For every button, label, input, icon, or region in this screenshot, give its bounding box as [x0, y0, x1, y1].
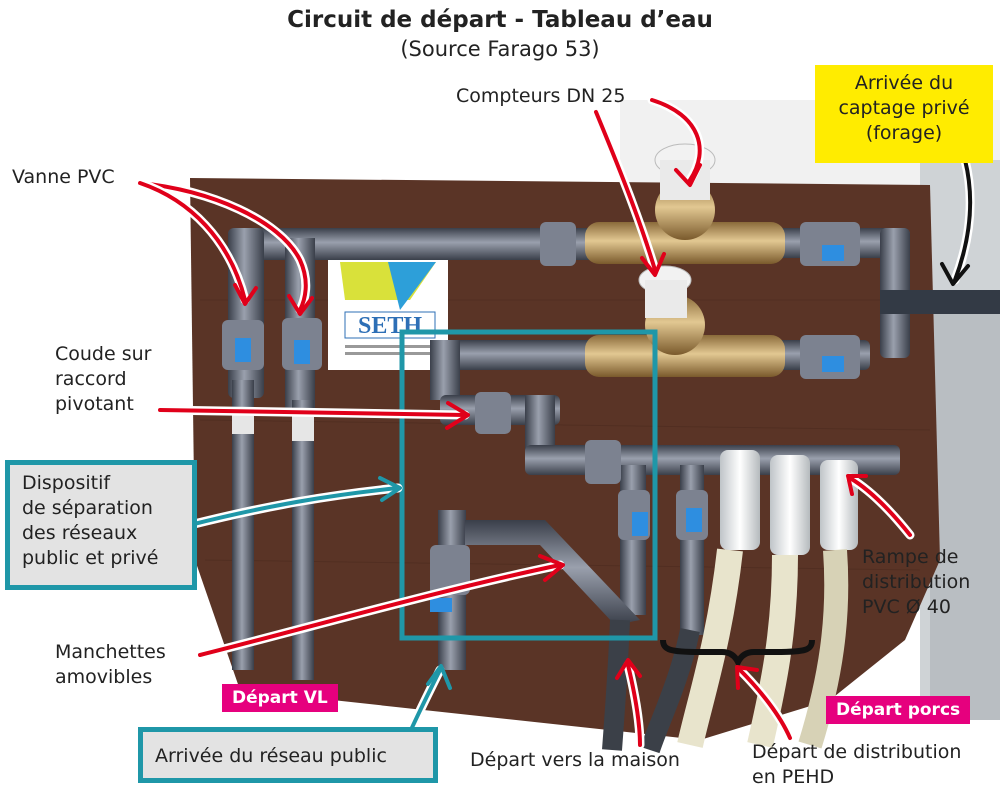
label-rampe-line3: PVC Ø 40 [862, 596, 951, 618]
page-title: Circuit de départ - Tableau d’eau [287, 7, 713, 33]
label-captage-line2: captage privé [838, 97, 970, 119]
label-depart-pehd-line1: Départ de distribution [752, 741, 962, 763]
label-dispositif-line3: des réseaux [22, 522, 138, 544]
arrows [135, 95, 975, 750]
label-dispositif-line4: public et privé [22, 547, 159, 569]
label-rampe-line1: Rampe de [862, 546, 959, 568]
label-depart-vl: Départ VL [222, 684, 338, 712]
label-captage: Arrivée du captage privé (forage) [815, 65, 993, 163]
seth-logo-text: SETH [358, 313, 422, 339]
valves [222, 222, 860, 612]
label-coude-line2: raccord [55, 368, 127, 390]
label-dispositif-line2: de séparation [22, 497, 153, 519]
label-rampe-line2: distribution [862, 571, 971, 593]
label-depart-maison: Départ vers la maison [470, 749, 680, 771]
label-depart-pehd: Départ de distribution en PEHD [752, 740, 961, 790]
label-depart-porcs: Départ porcs [826, 696, 971, 724]
label-dispositif-line1: Dispositif [22, 472, 111, 494]
label-captage-line1: Arrivée du [854, 72, 954, 94]
label-coude-line3: pivotant [55, 393, 134, 415]
separation-highlight-frame [399, 329, 658, 641]
pehd-brace [660, 639, 815, 669]
label-manchettes-line2: amovibles [55, 666, 153, 688]
label-dispositif: Dispositif de séparation des réseaux pub… [5, 460, 197, 590]
label-manchettes: Manchettes amovibles [55, 640, 166, 690]
seth-sign: SETH [328, 250, 448, 370]
label-rampe: Rampe de distribution PVC Ø 40 [862, 545, 970, 620]
label-coude-line1: Coude sur [55, 343, 152, 365]
page-subtitle: (Source Farago 53) [400, 37, 600, 61]
label-arrivee-public: Arrivée du réseau public [138, 727, 438, 783]
label-coude: Coude sur raccord pivotant [55, 342, 151, 417]
label-compteurs: Compteurs DN 25 [456, 85, 626, 107]
label-vanne: Vanne PVC [12, 166, 115, 188]
label-depart-pehd-line2: en PEHD [752, 766, 835, 788]
label-captage-line3: (forage) [865, 122, 943, 144]
label-manchettes-line1: Manchettes [55, 641, 166, 663]
